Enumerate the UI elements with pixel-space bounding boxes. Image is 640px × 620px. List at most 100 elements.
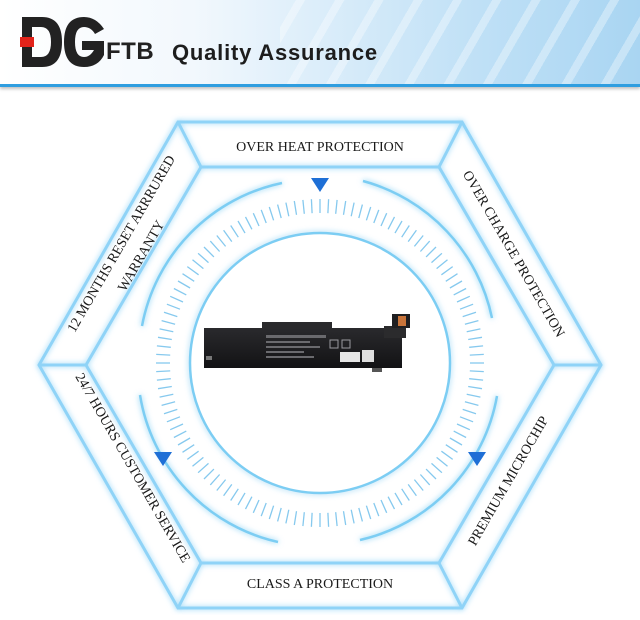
tick-mark [216,235,227,247]
tick-mark [468,385,483,390]
tick-mark [186,450,199,460]
tick-mark [436,456,448,467]
tick-mark [237,220,246,234]
tick-mark [373,502,380,517]
tick-mark [387,496,396,510]
tick-mark [163,408,178,415]
tick-mark [182,444,195,453]
tick-mark [466,328,481,333]
feature-upper-right: OVER CHARGE PROTECTION [459,168,567,340]
tick-mark [161,401,176,407]
tick-mark [223,229,233,242]
tick-mark [310,512,313,527]
tick-mark [358,507,364,522]
tick-mark [453,287,467,296]
tick-mark [260,209,267,224]
tick-mark [285,509,290,524]
tick-mark [441,450,454,460]
tick-mark [373,209,380,224]
tick-mark [209,474,221,486]
tick-mark [192,259,204,270]
tick-mark [407,229,417,242]
tick-mark [157,336,172,341]
tick-mark [197,252,209,264]
tick-mark [159,328,174,333]
tick-mark [431,252,443,264]
tick-mark [156,370,171,373]
tick-mark [260,502,267,517]
tick-ring [156,199,484,527]
tick-mark [350,202,355,217]
tick-mark [419,474,431,486]
tick-mark [401,225,410,238]
tick-mark [365,206,372,221]
tick-mark [436,259,448,270]
tick-mark [177,280,191,289]
tick-mark [335,512,338,527]
tick-mark [173,430,187,439]
tick-mark [469,370,484,373]
tick-mark [223,484,233,497]
tick-mark [469,353,484,356]
tick-mark [407,484,417,497]
tick-mark [342,511,347,526]
tick-mark [445,273,458,282]
tick-mark [469,345,484,348]
triangle-down-icon [468,452,486,466]
tick-mark [310,199,313,214]
tick-mark [462,311,477,318]
tick-mark [252,212,260,227]
tick-mark [169,295,184,303]
tick-mark [462,408,477,415]
tick-mark [380,212,388,227]
outer-ring [138,179,499,544]
tick-mark [230,488,239,501]
feature-bottom: CLASS A PROTECTION [247,577,393,592]
feature-lower-left: 24/7 HOURS CUSTOMER SERVICE [72,371,193,566]
tagline: Quality Assurance [172,40,378,65]
tick-mark [268,206,275,221]
tick-mark [276,507,282,522]
tick-mark [327,512,330,527]
triangle-down-icon [154,452,172,466]
tick-mark [449,437,463,446]
tick-mark [394,220,403,234]
tick-mark [453,430,467,439]
tick-mark [276,204,282,219]
brand-name: FTB [106,38,155,65]
tick-mark [365,505,372,520]
tick-mark [466,393,481,398]
tick-mark [169,423,184,431]
tick-mark [459,416,474,423]
tick-mark [464,401,479,407]
tick-mark [464,319,479,325]
tick-mark [468,336,483,341]
tick-mark [216,479,227,491]
tick-mark [380,499,388,514]
header-banner: FTB Quality Assurance [0,0,640,87]
tick-mark [293,511,298,526]
tick-mark [163,311,178,318]
tick-mark [173,287,187,296]
banner-stripes [280,0,640,84]
tick-mark [237,492,246,506]
triangle-down-icon [311,178,329,192]
tick-mark [177,437,191,446]
tick-mark [186,266,199,276]
tick-mark [456,295,471,303]
tick-mark [244,496,253,510]
tick-mark [302,512,305,527]
tick-mark [431,462,443,474]
tick-mark [203,246,215,258]
tick-mark [425,246,437,258]
hexagon-graphic: OVER HEAT PROTECTION CLASS A PROTECTION … [37,120,603,610]
tick-mark [456,423,471,431]
tick-mark [209,240,221,252]
tick-mark [425,468,437,480]
battery-product-image [204,314,410,372]
tick-mark [358,204,364,219]
hexagon-connectors [39,121,601,609]
tick-mark [156,353,171,356]
tick-mark [449,280,463,289]
feature-diagram: OVER HEAT PROTECTION CLASS A PROTECTION … [0,87,640,615]
